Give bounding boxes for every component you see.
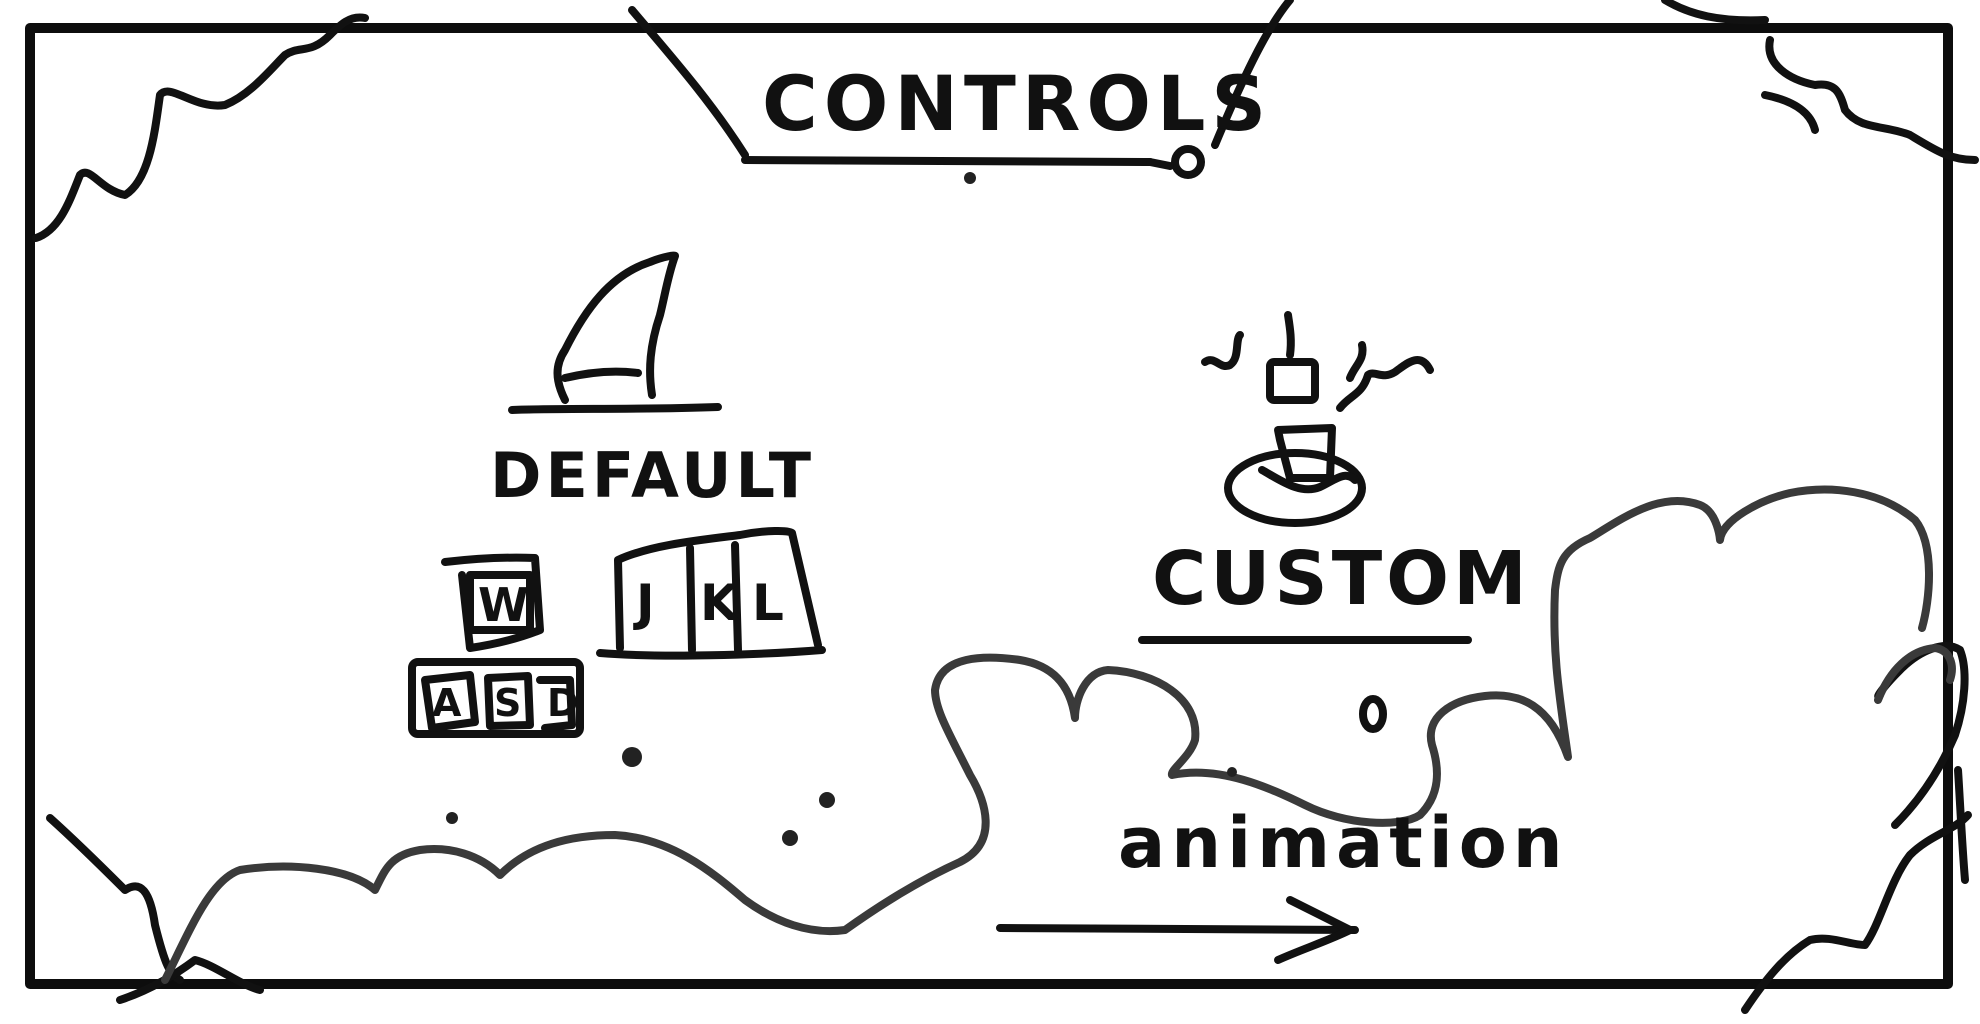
cloud-scenery <box>161 485 1933 984</box>
custom-option-label: CUSTOM <box>1152 536 1531 622</box>
key-j-label: J <box>636 574 655 632</box>
decor-small-circle <box>1359 695 1387 733</box>
animation-arrow-icon <box>996 896 1359 964</box>
corner-squiggle-bottom-right <box>1741 811 1972 1014</box>
corner-squiggle-top-left <box>32 13 369 242</box>
decor-dot <box>622 747 642 767</box>
default-option-button[interactable]: DEFAULT <box>480 240 811 520</box>
key-a-label: A <box>432 681 462 725</box>
decor-dot <box>446 812 458 824</box>
animation-label: animation <box>1118 802 1569 884</box>
custom-option-button[interactable]: CUSTOM <box>1140 310 1527 640</box>
default-option-label: DEFAULT <box>490 439 816 512</box>
cloud-scenery-small <box>1874 644 1956 704</box>
decor-dot <box>782 830 798 846</box>
title-ornament-stem <box>1146 158 1174 170</box>
title-banner-left-edge <box>628 6 749 159</box>
key-jkl-group <box>596 526 826 660</box>
corner-squiggle-bottom-left <box>46 814 184 984</box>
sailboat-icon <box>508 251 722 414</box>
decor-dot <box>1227 767 1237 777</box>
title-banner-right-edge <box>1211 0 1294 149</box>
key-w-label: W <box>478 578 529 632</box>
key-k-label: K <box>700 574 739 632</box>
corner-squiggle-top-right-edge <box>1661 0 1769 25</box>
corner-squiggle-top-right <box>1765 36 1979 164</box>
corner-squiggle-bottom-left-lower <box>116 956 264 1004</box>
key-s-label: S <box>494 681 522 725</box>
decor-dot <box>819 792 835 808</box>
key-w-group <box>441 553 544 652</box>
key-asd-group <box>408 658 584 738</box>
screen-frame <box>25 23 1953 989</box>
key-d-label: D <box>547 681 579 725</box>
key-l-label: L <box>752 574 784 632</box>
corner-squiggle-top-right-inner <box>1761 91 1819 134</box>
cake-icon <box>1201 311 1434 527</box>
title-ornament-circle <box>1171 145 1205 179</box>
page-title: CONTROLS <box>762 59 1273 148</box>
title-underline <box>741 156 1154 166</box>
corner-squiggle-right-edge <box>1954 766 1969 884</box>
decor-dot <box>964 172 976 184</box>
